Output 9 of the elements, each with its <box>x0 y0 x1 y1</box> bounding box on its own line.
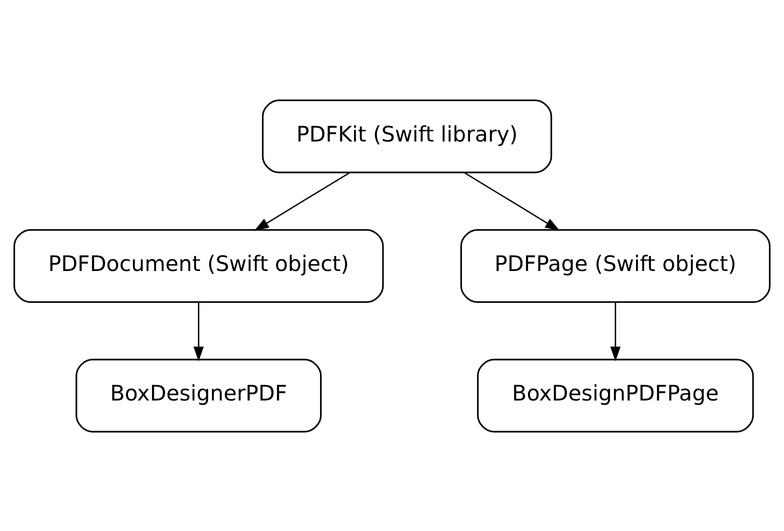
node-box: PDFDocument (Swift object) <box>13 228 384 302</box>
node-box: BoxDesignerPDF <box>76 358 322 432</box>
arrow <box>610 302 621 361</box>
arrow <box>464 172 560 230</box>
node-box: PDFKit (Swift library) <box>262 99 552 173</box>
node-box: PDFPage (Swift object) <box>460 228 771 302</box>
arrow <box>193 302 204 361</box>
arrow <box>254 172 350 230</box>
node-box: BoxDesignPDFPage <box>477 358 754 432</box>
